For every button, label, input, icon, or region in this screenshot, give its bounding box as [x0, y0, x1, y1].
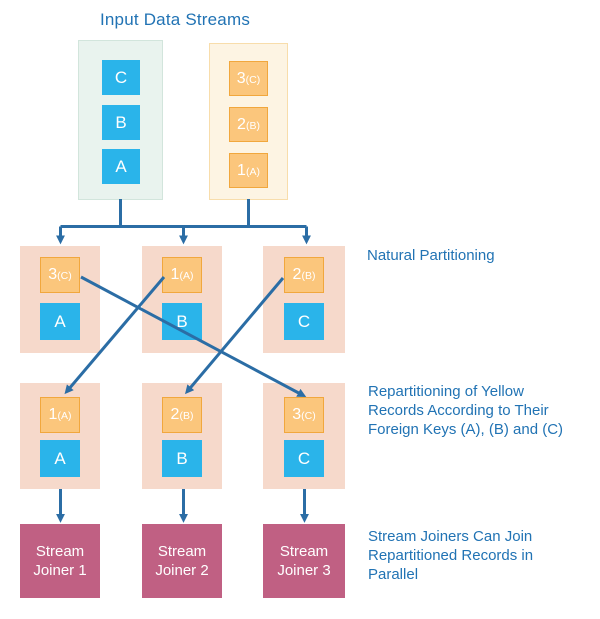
record-number: 1 — [170, 266, 180, 283]
record-foreign-key: (C) — [301, 410, 316, 422]
record-number: 3 — [48, 266, 58, 283]
input-stream-blue: C B A — [78, 40, 163, 200]
record-yellow-2b: 2(B) — [229, 107, 268, 142]
label-line: Repartitioning of Yellow — [368, 383, 524, 400]
record-blue-b: B — [162, 440, 202, 477]
record-blue-c: C — [102, 60, 140, 95]
record-yellow-2b: 2(B) — [284, 257, 324, 293]
stream-joiner-3: Stream Joiner 3 — [263, 524, 345, 598]
record-yellow-1a: 1(A) — [162, 257, 202, 293]
joiner-label-line: Joiner 3 — [277, 562, 331, 579]
joiner-label-line: Stream — [279, 543, 329, 560]
label-repartitioning: Repartitioning of Yellow Records Accordi… — [368, 382, 563, 439]
repartition-2: 2(B) B — [142, 383, 222, 489]
record-foreign-key: (C) — [57, 270, 72, 282]
record-yellow-3c: 3(C) — [229, 61, 268, 96]
record-number: 3 — [292, 406, 302, 423]
joiner-label-line: Joiner 1 — [33, 562, 87, 579]
record-yellow-1a: 1(A) — [40, 397, 80, 433]
label-line: Records According to Their — [368, 402, 549, 419]
label-natural-partitioning: Natural Partitioning — [367, 247, 495, 264]
label-line: Stream Joiners Can Join — [368, 528, 533, 545]
record-blue-a: A — [102, 149, 140, 184]
joiner-label-line: Stream — [157, 543, 207, 560]
record-foreign-key: (C) — [245, 74, 261, 86]
stream-joiner-2: Stream Joiner 2 — [142, 524, 222, 598]
record-number: 2 — [292, 266, 302, 283]
repartition-1: 1(A) A — [20, 383, 100, 489]
record-blue-c: C — [284, 303, 324, 340]
record-foreign-key: (A) — [245, 166, 260, 178]
record-blue-c: C — [284, 440, 324, 477]
record-blue-a: A — [40, 303, 80, 340]
joiner-label-line: Joiner 2 — [155, 562, 209, 579]
record-foreign-key: (A) — [57, 410, 72, 422]
label-line: Foreign Keys (A), (B) and (C) — [368, 421, 564, 438]
record-number: 2 — [170, 406, 180, 423]
record-yellow-2b: 2(B) — [162, 397, 202, 433]
joiner-label-line: Stream — [35, 543, 85, 560]
partition-1: 3(C) A — [20, 246, 100, 353]
diagram-title: Input Data Streams — [99, 10, 251, 29]
record-yellow-1a: 1(A) — [229, 153, 268, 188]
record-number: 1 — [48, 406, 58, 423]
stream-joiner-1: Stream Joiner 1 — [20, 524, 100, 598]
record-number: 3 — [236, 70, 246, 87]
label-line: Parallel — [368, 566, 419, 583]
record-number: 2 — [237, 116, 246, 133]
record-blue-a: A — [40, 440, 80, 477]
record-blue-b: B — [162, 303, 202, 340]
record-number: 1 — [237, 162, 246, 179]
input-stream-yellow: 3(C) 2(B) 1(A) — [209, 43, 288, 200]
record-foreign-key: (B) — [179, 410, 194, 422]
label-stream-joiners: Stream Joiners Can Join Repartitioned Re… — [368, 527, 533, 584]
record-foreign-key: (B) — [301, 270, 316, 282]
partition-3: 2(B) C — [263, 246, 345, 353]
record-foreign-key: (A) — [179, 270, 194, 282]
repartition-3: 3(C) C — [263, 383, 345, 489]
label-line: Repartitioned Records in — [368, 547, 534, 564]
partition-2: 1(A) B — [142, 246, 222, 353]
record-yellow-3c: 3(C) — [40, 257, 80, 293]
record-blue-b: B — [102, 105, 140, 140]
record-foreign-key: (B) — [245, 120, 260, 132]
record-yellow-3c: 3(C) — [284, 397, 324, 433]
